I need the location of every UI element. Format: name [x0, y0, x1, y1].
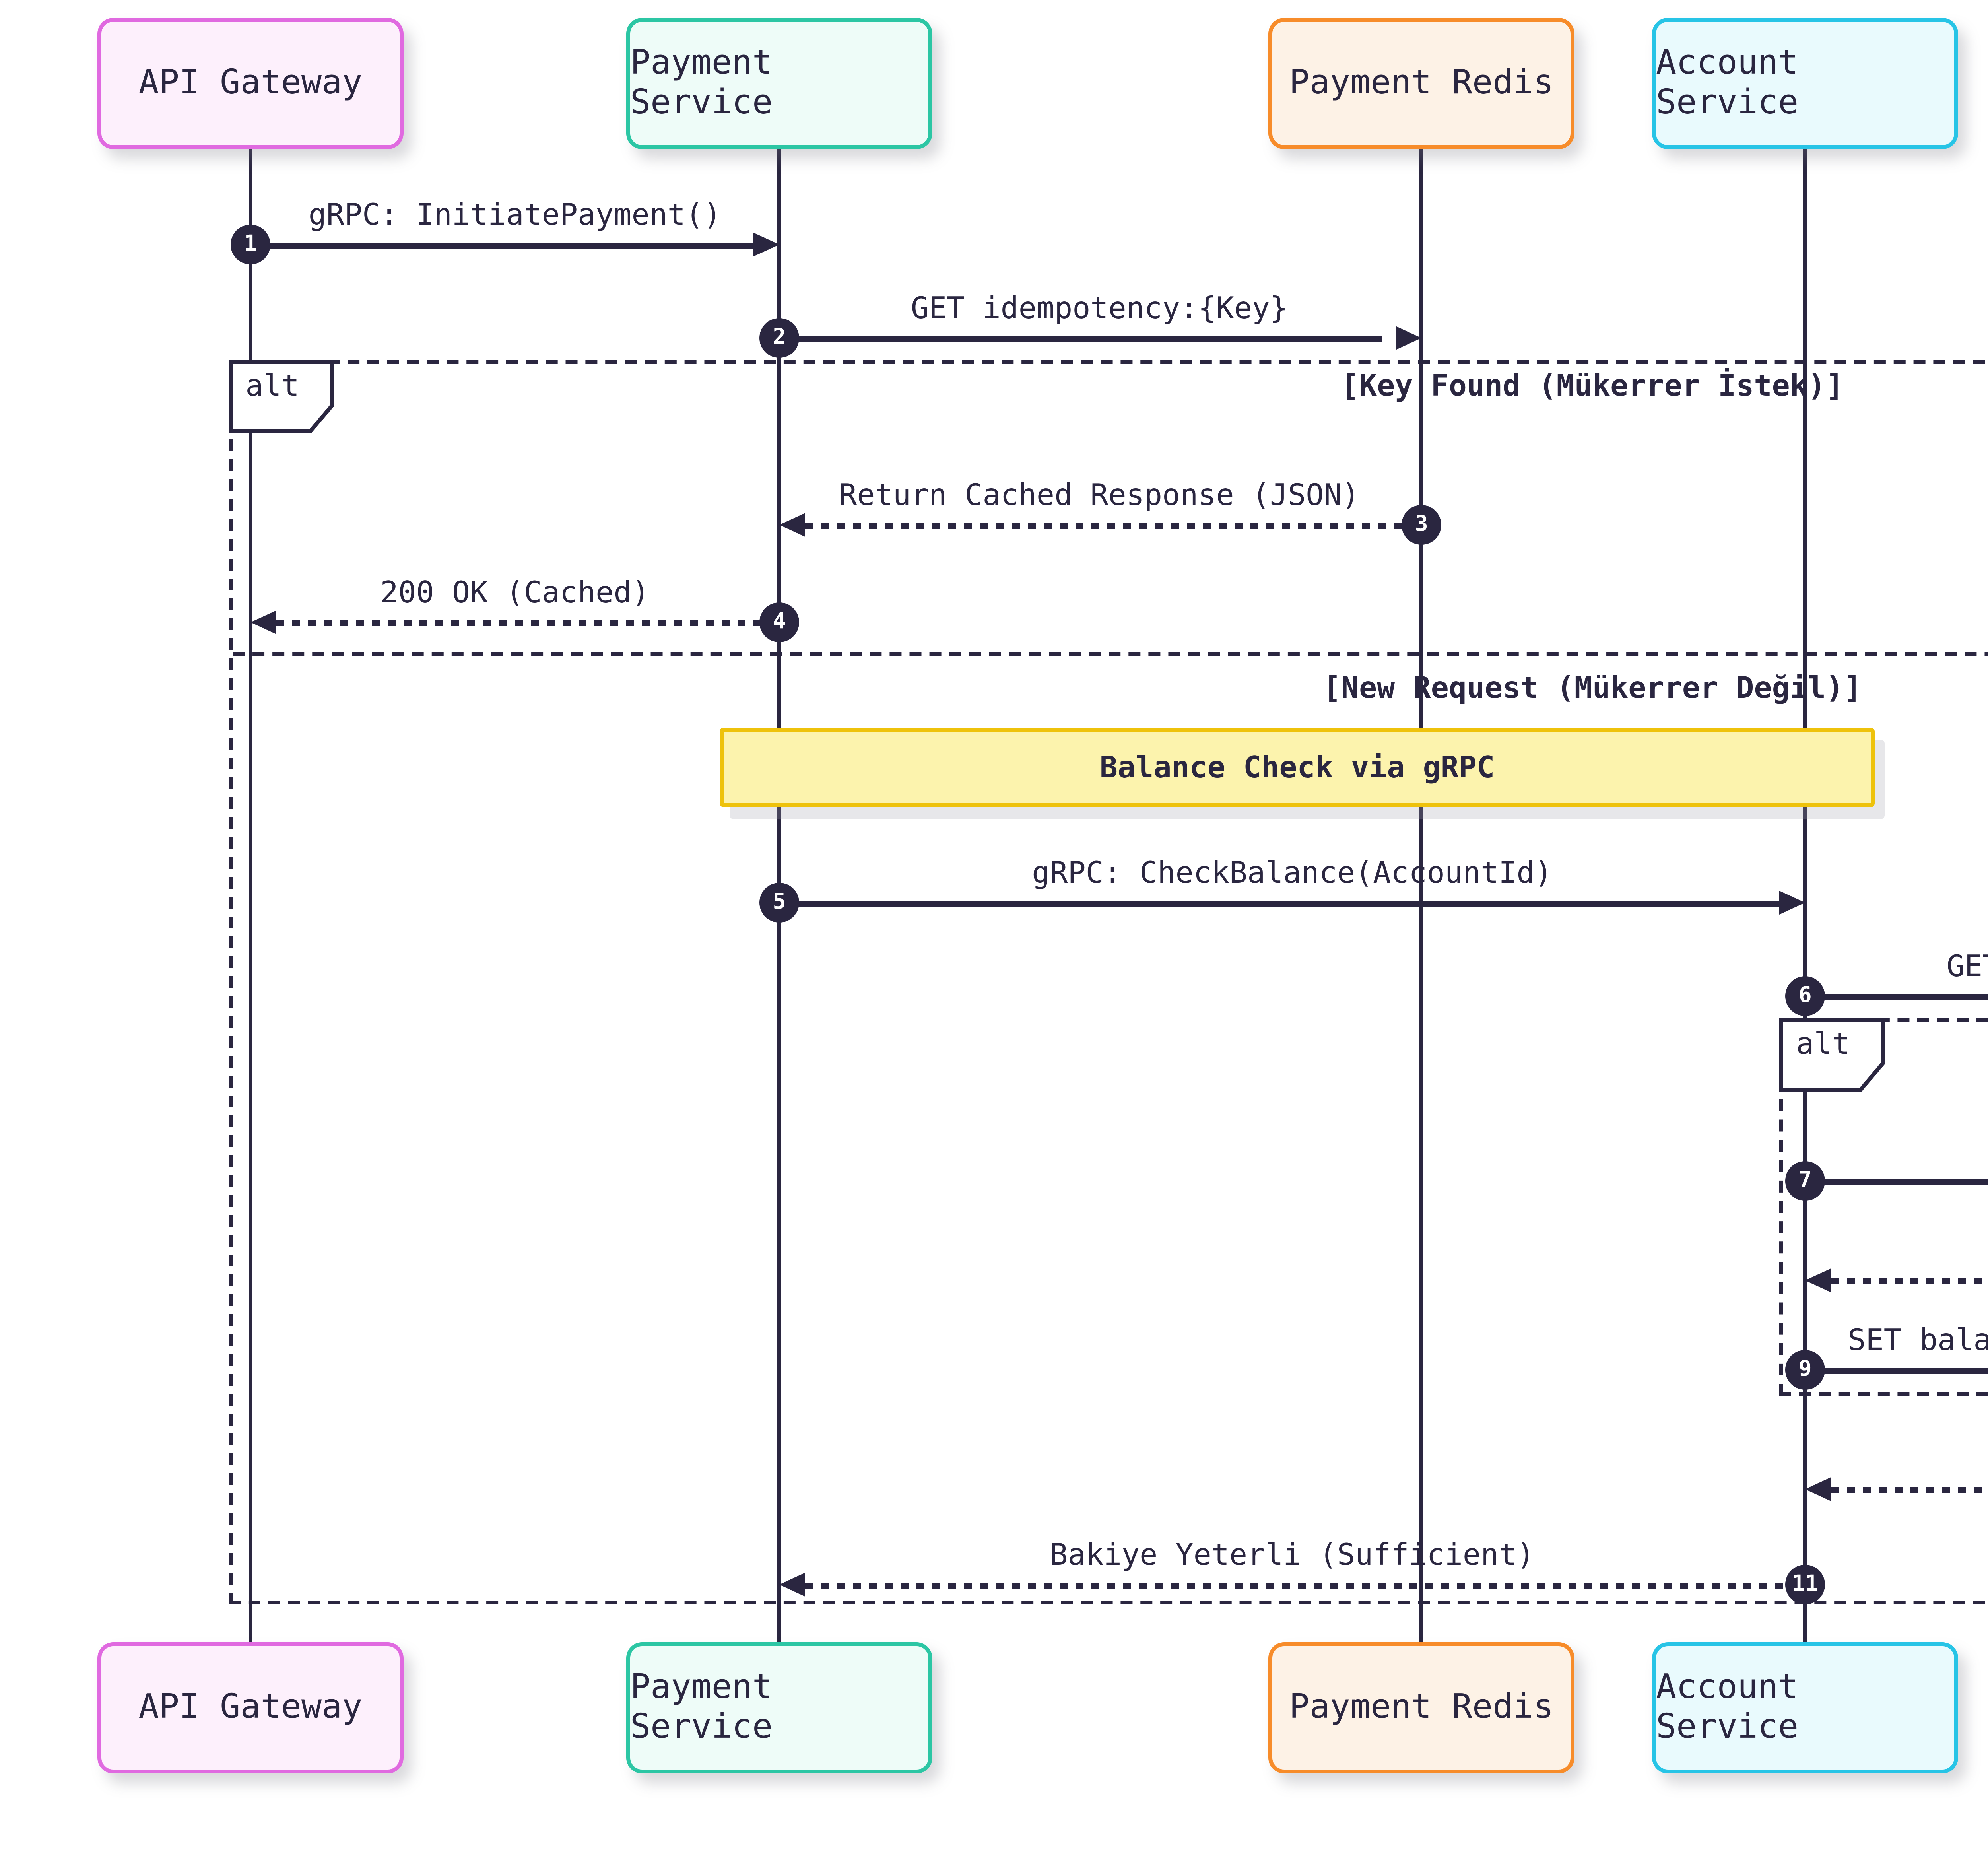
message-11-line: [805, 1581, 1805, 1588]
message-9-label: SET balance:{AccountId} (TTL: 60s): [1848, 1322, 1988, 1358]
message-3-label: Return Cached Response (JSON): [839, 477, 1360, 513]
message-5-line: [779, 899, 1785, 906]
message-8-line: [1831, 1277, 1988, 1284]
alt-condition-cache-miss: [Redis Cache Miss]: [1960, 1028, 1988, 1064]
alt-frame-outer: [229, 360, 1988, 1604]
sequence-number-badge: 3: [1402, 505, 1441, 545]
alt-label-outer: alt: [229, 360, 334, 433]
lifeline-payment-redis: [1419, 149, 1423, 1642]
actor-label: Payment Service: [630, 1668, 773, 1748]
sequence-number-badge: 5: [759, 883, 799, 923]
lifeline-api-gateway: [248, 149, 252, 1642]
actor-box-payment-service-top: Payment Service: [626, 18, 932, 149]
actor-box-payment-service-bottom: Payment Service: [626, 1642, 932, 1773]
actor-label: Account Service: [1656, 1668, 1799, 1748]
arrowhead-icon: [1805, 1267, 1831, 1292]
message-10-label: Return Cache Hit: [1755, 1441, 1988, 1477]
alt-label-shape: [229, 360, 334, 433]
actor-label: Payment Service: [630, 44, 773, 123]
message-4-line: [276, 619, 779, 625]
sequence-number-badge: 11: [1785, 1565, 1825, 1604]
actor-box-api-gateway-top: API Gateway: [97, 18, 404, 149]
actor-label: Payment Redis: [1289, 1688, 1554, 1728]
message-9-line: [1805, 1367, 1988, 1373]
note-text: Balance Check via gRPC: [1099, 750, 1495, 785]
actor-box-account-service-bottom: Account Service: [1652, 1642, 1958, 1773]
alt-condition-key-found: [Key Found (Mükerrer İstek)]: [1341, 368, 1844, 404]
message-1-label: gRPC: InitiatePayment(): [308, 197, 722, 233]
note-balance-check: Balance Check via gRPC: [720, 728, 1875, 807]
actor-label: API Gateway: [138, 64, 363, 103]
actor-label: Account Service: [1656, 44, 1799, 123]
message-7-line: [1805, 1178, 1988, 1184]
sequence-number-badge: 2: [759, 318, 799, 358]
actor-label: Payment Redis: [1289, 64, 1554, 103]
arrowhead-icon: [1779, 890, 1805, 914]
actor-label: API Gateway: [138, 1688, 363, 1728]
actor-box-account-service-top: Account Service: [1652, 18, 1958, 149]
alt-frame-divider: [233, 652, 1988, 656]
message-11-label: Bakiye Yeterli (Sufficient): [1050, 1537, 1535, 1573]
alt-label-text: alt: [1796, 1026, 1850, 1062]
message-6-line: [1805, 993, 1988, 999]
sequence-number-badge: 4: [759, 602, 799, 642]
message-1-line: [250, 241, 759, 248]
sequence-number-badge: 6: [1785, 976, 1825, 1016]
message-2-label: GET idempotency:{Key}: [911, 290, 1288, 326]
message-4-label: 200 OK (Cached): [380, 575, 650, 610]
actor-box-api-gateway-bottom: API Gateway: [97, 1642, 404, 1773]
message-3-line: [805, 522, 1421, 528]
actor-box-payment-redis-top: Payment Redis: [1268, 18, 1574, 149]
arrowhead-icon: [1805, 1476, 1831, 1500]
message-5-label: gRPC: CheckBalance(AccountId): [1032, 855, 1553, 891]
arrowhead-icon: [753, 231, 779, 256]
message-2-line: [779, 335, 1382, 341]
actor-box-payment-redis-bottom: Payment Redis: [1268, 1642, 1574, 1773]
message-8-label: Current Balance: [1958, 1233, 1988, 1268]
alt-label-text: alt: [245, 368, 299, 404]
arrowhead-icon: [1396, 325, 1421, 349]
lifeline-account-service: [1803, 149, 1807, 1642]
message-10-line: [1831, 1486, 1988, 1492]
alt-label-inner: alt: [1779, 1018, 1885, 1092]
sequence-number-badge: 1: [231, 225, 270, 264]
arrowhead-icon: [250, 609, 276, 633]
message-6-label: GET balance:{AccountId}: [1946, 948, 1988, 984]
message-7-label: GET Balance from DB: [1958, 1133, 1988, 1169]
alt-label-shape: [1779, 1018, 1885, 1092]
sequence-number-badge: 9: [1785, 1350, 1825, 1390]
arrowhead-icon: [779, 1571, 805, 1596]
arrowhead-icon: [779, 512, 805, 536]
sequence-number-badge: 7: [1785, 1161, 1825, 1201]
alt-condition-new-request: [New Request (Mükerrer Değil)]: [1323, 670, 1862, 706]
